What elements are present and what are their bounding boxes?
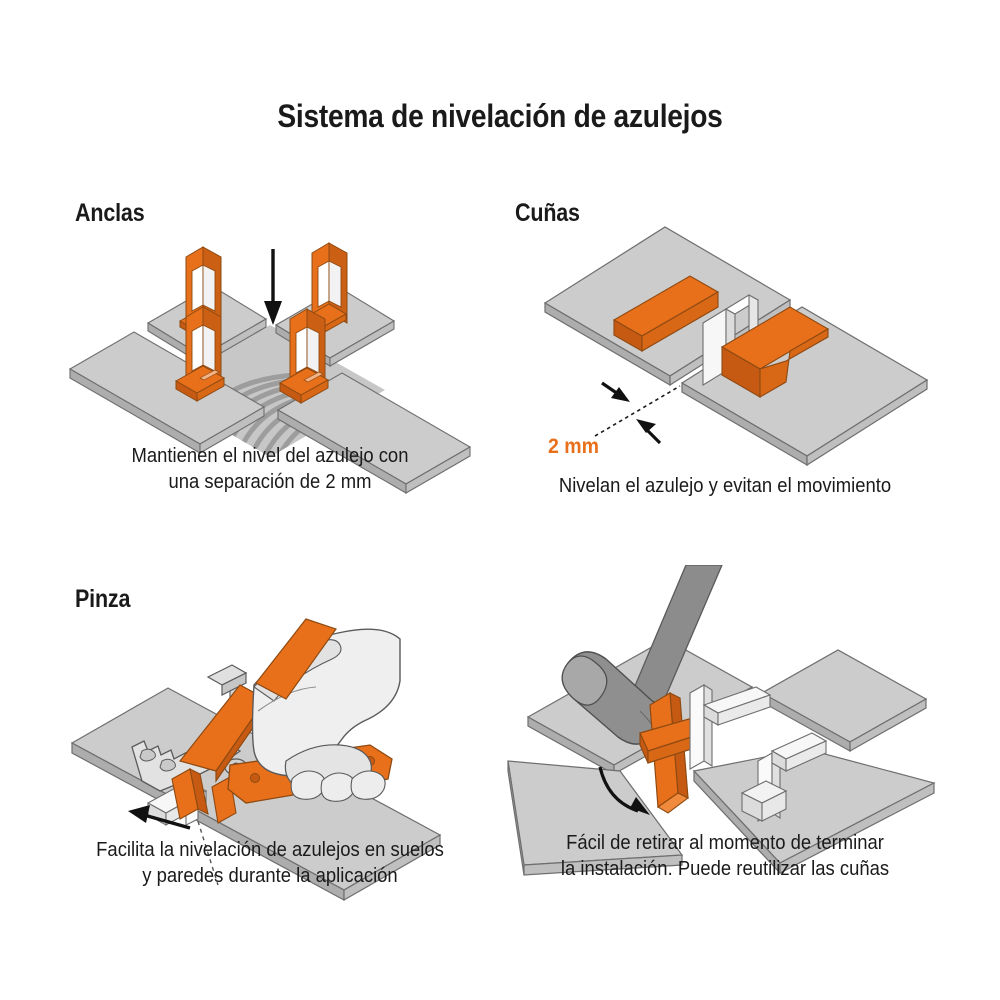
anchor-clip <box>304 242 348 334</box>
thumb-grip <box>255 618 337 700</box>
wedge-orange-tail <box>612 275 720 352</box>
down-arrow-icon <box>264 249 282 325</box>
anchor-clip <box>174 306 226 402</box>
panel-caption-anclas: Mantienen el nivel del azulejo con una s… <box>131 444 409 494</box>
left-arrow-icon <box>128 805 191 830</box>
panel-caption-retiro: Fácil de retirar al momento de terminar … <box>560 831 890 881</box>
illustration-retiro <box>507 565 936 876</box>
arrow-up-right-icon <box>636 419 662 445</box>
curved-arrow-icon <box>598 766 650 815</box>
panel-label-cunas: Cuñas <box>515 199 580 227</box>
page-title: Sistema de nivelación de azulejos <box>277 98 723 134</box>
gap-label-2mm: 2 mm <box>548 435 599 458</box>
panel-caption-cunas: Nivelan el azulejo y evitan el movimient… <box>558 474 892 497</box>
panel-label-anclas: Anclas <box>75 199 145 227</box>
wedge-orange-body <box>720 306 830 398</box>
mallet-head <box>561 651 663 745</box>
panel-cunas: Cuñas <box>490 175 960 505</box>
tile-front-left <box>507 760 684 876</box>
arrow-down-right-icon <box>601 381 630 402</box>
panel-label-pinza: Pinza <box>75 585 131 613</box>
panel-retiro: Fácil de retirar al momento de terminar … <box>490 565 960 905</box>
panel-anclas: Anclas <box>40 175 500 505</box>
tile-back-right <box>760 649 928 753</box>
tile-front-right <box>692 748 936 875</box>
gap-annotation: 2 mm <box>548 381 681 458</box>
panel-pinza: Pinza <box>40 565 500 905</box>
illustration-cunas: 2 mm <box>543 226 929 467</box>
panel-caption-pinza: Facilita la nivelación de azulejos en su… <box>96 838 444 888</box>
tile-front-left <box>68 331 266 454</box>
illustration-anclas <box>68 242 472 494</box>
anchor-clip <box>278 308 330 404</box>
tile-front-right <box>276 372 472 494</box>
levelling-clip-white-back <box>689 684 772 770</box>
levelling-clip-white-front <box>740 732 828 822</box>
illustration-pinza <box>70 618 442 902</box>
